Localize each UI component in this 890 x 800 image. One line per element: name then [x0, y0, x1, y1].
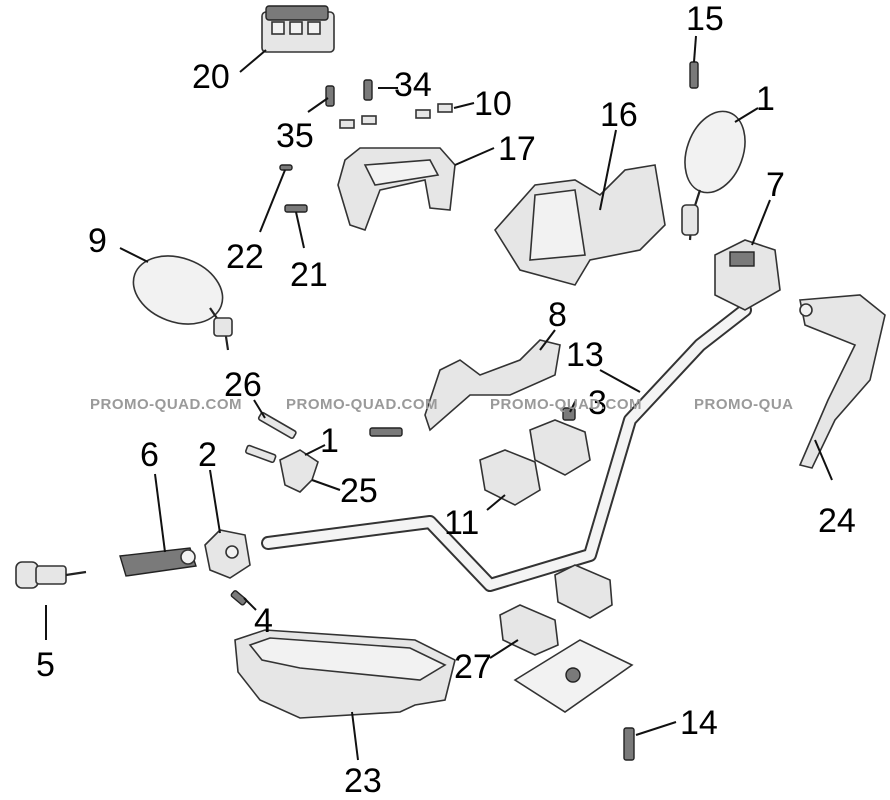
- callout-11: 11: [444, 504, 479, 542]
- callout-5: 5: [36, 646, 55, 684]
- watermark-2: PROMO-QUAD.COM: [286, 396, 438, 413]
- part-2-left-switch: [204, 529, 251, 579]
- watermark-3: PROMO-QUAD.COM: [490, 396, 642, 413]
- part-5-bar-end: [15, 561, 87, 640]
- callout-23: 23: [344, 762, 382, 800]
- part-9-left-mirror: [132, 255, 233, 351]
- callout-9: 9: [88, 222, 107, 260]
- part-8-bracket: [424, 339, 561, 432]
- handlebar: [261, 303, 752, 592]
- part-1-bolt: [369, 427, 403, 437]
- callout-20: 20: [192, 58, 230, 96]
- callout-13: 13: [566, 336, 604, 374]
- part-23-hand-guard: [234, 629, 456, 719]
- callout-7: 7: [766, 166, 785, 204]
- part-11-upper-clamps: [479, 419, 591, 506]
- callout-34: 34: [394, 66, 432, 104]
- part-15-screw: [689, 61, 699, 89]
- part-27-lower-clamps: [499, 564, 613, 656]
- part-4-bolt: [230, 590, 248, 606]
- part-34-35-screws: [325, 79, 453, 129]
- callout-26: 26: [224, 366, 262, 404]
- part-7-right-switch: [714, 239, 781, 311]
- callout-24: 24: [818, 502, 856, 540]
- callout-17: 17: [498, 130, 536, 168]
- callout-8: 8: [548, 296, 567, 334]
- callout-3: 3: [588, 384, 607, 422]
- callout-14: 14: [680, 704, 718, 742]
- part-3-nut: [562, 407, 576, 421]
- part-20-switch-block: [261, 5, 335, 53]
- part-16-headlight-cover: [494, 164, 666, 286]
- watermark-1: PROMO-QUAD.COM: [90, 396, 242, 413]
- callout-35: 35: [276, 117, 314, 155]
- callout-2: 2: [198, 436, 217, 474]
- callouts: 20 34 35 10 17 22 21 16 15 1 7 9 8 13 3 …: [36, 0, 856, 800]
- part-6-grip: [119, 547, 197, 577]
- callout-15: 15: [686, 0, 724, 38]
- callout-16: 16: [600, 96, 638, 134]
- callout-10: 10: [474, 85, 512, 123]
- callout-1-left: 1: [320, 422, 339, 460]
- callout-22: 22: [226, 238, 264, 276]
- part-1-right-mirror: [681, 110, 746, 241]
- leader-lines: [119, 35, 833, 761]
- callout-4: 4: [254, 602, 273, 640]
- part-17-upper-cover: [337, 147, 456, 232]
- part-27-base-plate: [513, 639, 634, 713]
- callout-6: 6: [140, 436, 159, 474]
- callout-1-right: 1: [756, 80, 775, 118]
- watermark-row: PROMO-QUAD.COM PROMO-QUAD.COM PROMO-QUAD…: [90, 396, 794, 413]
- part-14-bolt: [623, 727, 635, 761]
- part-21-22-bolts: [279, 164, 308, 213]
- watermark-4: PROMO-QUA: [694, 396, 794, 413]
- part-26-bolts: [245, 411, 297, 464]
- callout-21: 21: [290, 256, 328, 294]
- callout-25: 25: [340, 472, 378, 510]
- part-25-clamp: [279, 449, 319, 493]
- callout-27: 27: [454, 648, 492, 686]
- part-24-hand-guard: [798, 294, 886, 469]
